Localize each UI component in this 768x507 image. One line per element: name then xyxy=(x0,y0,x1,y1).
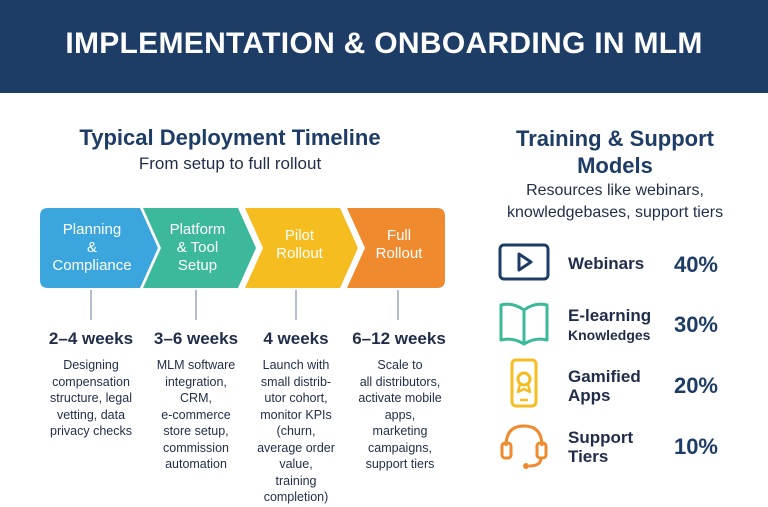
stage-duration: 2–4 weeks xyxy=(48,329,134,348)
page-title: IMPLEMENTATION & ONBOARDING IN MLM xyxy=(65,27,703,60)
stage-duration: 4 weeks xyxy=(263,329,329,348)
video-play-icon xyxy=(498,243,550,281)
timeline-title: Typical Deployment Timeline xyxy=(79,125,381,150)
resource-name: Webinars xyxy=(568,254,645,273)
stage-description: Launch with small distrib- utor cohort, … xyxy=(257,358,335,504)
open-book-icon xyxy=(499,302,549,346)
stage-description: Designing compensation structure, legal … xyxy=(50,358,132,438)
resource-row-webinars: Webinars 40% xyxy=(490,236,740,292)
timeline-subtitle: From setup to full rollout xyxy=(138,154,322,173)
stage-description: MLM software integration, CRM, e-commerc… xyxy=(156,358,236,471)
stage-duration: 6–12 weeks xyxy=(352,329,446,348)
support-subtitle: Resources like webinars,knowledgebases, … xyxy=(506,182,724,221)
resource-percent: 40% xyxy=(673,252,718,277)
stage-description: Scale to all distributors, activate mobi… xyxy=(358,358,442,471)
stage-label-planning: Planning&Compliance xyxy=(52,221,132,274)
headset-icon xyxy=(500,424,548,469)
mobile-badge-icon xyxy=(510,358,538,408)
header-banner: IMPLEMENTATION & ONBOARDING IN MLM xyxy=(0,0,768,93)
resource-percent: 30% xyxy=(673,312,718,337)
resource-percent: 10% xyxy=(673,434,718,459)
resource-percent: 20% xyxy=(673,373,718,398)
stage-duration: 3–6 weeks xyxy=(153,329,239,348)
